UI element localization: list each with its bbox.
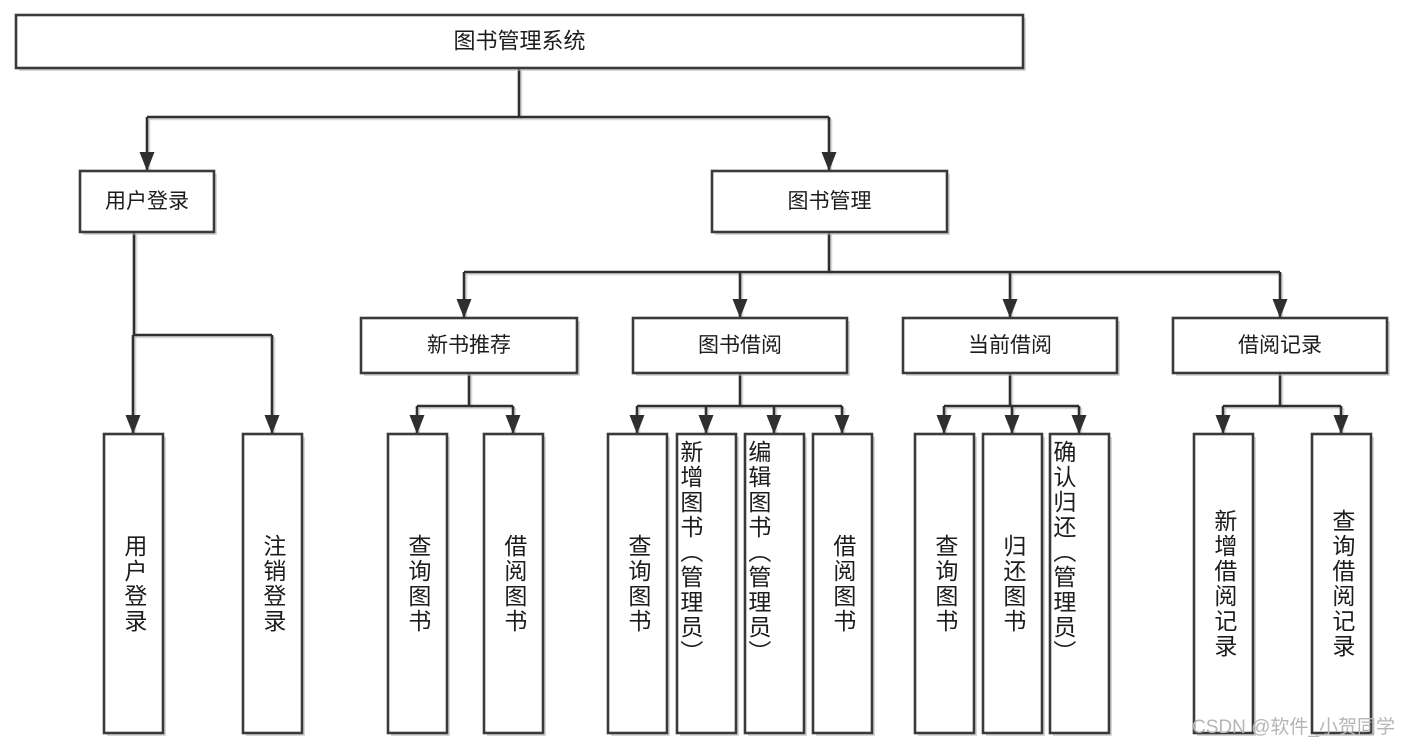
node-leaf-10[interactable] [1048,432,1112,736]
arrow-head-icon [1002,299,1018,318]
level2-label-2: 当前借阅 [968,334,1052,357]
arrow-head-icon [698,415,714,434]
node-leaf-1[interactable] [241,432,305,736]
root-label: 图书管理系统 [453,28,585,53]
node-root-0[interactable] [14,13,1026,71]
node-leaf-3[interactable] [482,432,546,736]
node-level2-2[interactable] [901,316,1120,376]
node-rect [386,432,449,735]
arrow-head-icon [732,299,748,318]
arrow-triangle [125,415,141,434]
arrow-head-icon [456,299,472,318]
arrow-head-icon [139,152,155,171]
arrow-triangle [1215,415,1231,434]
arrow-head-icon [1004,415,1020,434]
node-rect [102,432,165,735]
node-rect [359,316,579,375]
arrow-triangle [1002,299,1018,318]
node-level1-1[interactable] [710,169,950,235]
arrow-triangle [936,415,952,434]
node-level2-0[interactable] [359,316,580,376]
node-rect [631,316,849,375]
node-rect [743,432,806,735]
node-rect [811,432,874,735]
node-leaf-7[interactable] [811,432,875,736]
node-leaf-9[interactable] [981,432,1045,736]
arrow-triangle [698,415,714,434]
node-leaf-12[interactable] [1310,432,1374,736]
arrow-head-icon [936,415,952,434]
node-rect [1048,432,1111,735]
arrow-triangle [456,299,472,318]
level2-label-1: 图书借阅 [698,334,782,357]
node-rect [14,13,1025,70]
csdn-watermark: CSDN @软件_小贺同学 [1192,717,1395,738]
arrow-triangle [732,299,748,318]
node-leaf-8[interactable] [913,432,977,736]
arrow-head-icon [125,415,141,434]
node-level1-0[interactable] [78,169,217,235]
arrow-triangle [1333,415,1349,434]
arrow-triangle [264,415,280,434]
arrow-triangle [766,415,782,434]
arrow-triangle [1004,415,1020,434]
arrow-head-icon [1272,299,1288,318]
node-rect [675,432,738,735]
node-level2-1[interactable] [631,316,850,376]
node-rect [78,169,216,234]
level2-label-0: 新书推荐 [427,334,511,357]
node-rect [901,316,1119,375]
arrow-head-icon [834,415,850,434]
node-leaf-4[interactable] [606,432,670,736]
arrow-head-icon [766,415,782,434]
arrow-head-icon [1333,415,1349,434]
node-rect [241,432,304,735]
arrow-head-icon [505,415,521,434]
connectors-layer [125,68,1349,435]
arrow-head-icon [821,152,837,171]
arrow-triangle [821,152,837,171]
arrow-triangle [1071,415,1087,434]
arrow-triangle [505,415,521,434]
arrow-triangle [139,152,155,171]
node-rect [1310,432,1373,735]
level1-label-0: 用户登录 [105,190,189,213]
node-rect [606,432,669,735]
node-rect [710,169,949,234]
level1-label-1: 图书管理 [788,190,872,213]
arrow-triangle [834,415,850,434]
node-leaf-5[interactable] [675,432,739,736]
arrow-head-icon [1071,415,1087,434]
node-leaf-0[interactable] [102,432,166,736]
arrow-head-icon [409,415,425,434]
arrow-head-icon [629,415,645,434]
node-rect [981,432,1044,735]
boxes-layer [14,13,1390,736]
arrow-triangle [409,415,425,434]
node-level2-3[interactable] [1171,316,1390,376]
level2-label-3: 借阅记录 [1238,334,1322,357]
node-leaf-2[interactable] [386,432,450,736]
node-leaf-11[interactable] [1192,432,1256,736]
node-leaf-6[interactable] [743,432,807,736]
arrow-triangle [1272,299,1288,318]
node-rect [1171,316,1389,375]
arrow-triangle [629,415,645,434]
arrow-head-icon [264,415,280,434]
arrow-head-icon [1215,415,1231,434]
node-rect [1192,432,1255,735]
node-rect [913,432,976,735]
node-rect [482,432,545,735]
